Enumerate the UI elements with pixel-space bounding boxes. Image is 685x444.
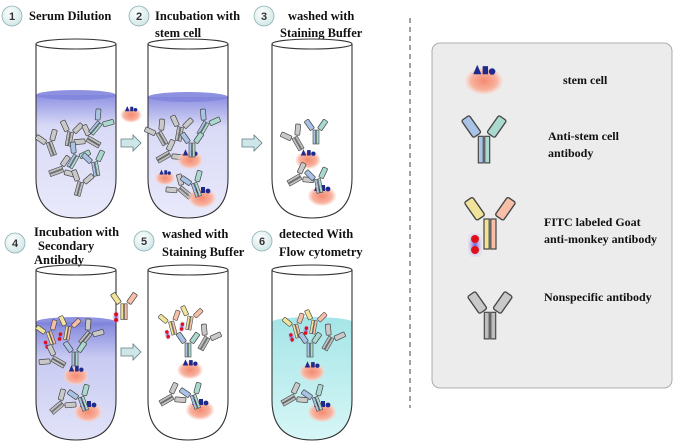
step-2: 2 Incubation with stem cell bbox=[128, 5, 240, 40]
legend-label: stem cell bbox=[563, 73, 608, 87]
step-label: Flow cytometry bbox=[279, 245, 363, 259]
tube-1 bbox=[33, 38, 117, 219]
legend-label: Nonspecific antibody bbox=[544, 290, 652, 304]
step-label: stem cell bbox=[155, 26, 202, 40]
step-label: Staining Buffer bbox=[162, 245, 245, 259]
step-label: detected With bbox=[279, 227, 353, 241]
step-label: Antibody bbox=[34, 253, 85, 267]
step-5: 5 washed with Staining Buffer bbox=[133, 227, 245, 259]
arrow-icon bbox=[120, 134, 142, 152]
step-label: Incubation with bbox=[155, 9, 240, 23]
step-number: 4 bbox=[12, 238, 19, 250]
arrow-icon bbox=[241, 134, 263, 152]
tube-6 bbox=[271, 264, 353, 441]
legend: stem cell Anti-stem cell antibody FITC l… bbox=[431, 42, 673, 389]
step-label: washed with bbox=[162, 227, 228, 241]
step-number: 5 bbox=[141, 236, 147, 248]
tube-3 bbox=[271, 38, 353, 219]
step-6: 6 detected With Flow cytometry bbox=[251, 227, 363, 259]
step-label: Staining Buffer bbox=[280, 26, 363, 40]
tube-4 bbox=[34, 264, 117, 441]
step-number-badge bbox=[251, 230, 273, 252]
stem-cell-icon bbox=[120, 106, 142, 123]
legend-label: Anti-stem cell bbox=[548, 129, 620, 143]
step-number: 2 bbox=[136, 11, 142, 23]
step-number: 3 bbox=[261, 11, 267, 23]
step-number-badge bbox=[253, 5, 275, 27]
step-number: 1 bbox=[9, 11, 15, 23]
legend-label: FITC labeled Goat bbox=[544, 215, 641, 229]
legend-label: anti-monkey antibody bbox=[544, 232, 657, 246]
step-label: Serum Dilution bbox=[29, 9, 111, 23]
tube-2 bbox=[142, 38, 229, 219]
step-1: 1 Serum Dilution bbox=[1, 5, 111, 27]
arrow-icon bbox=[120, 343, 142, 361]
legend-label: antibody bbox=[548, 146, 593, 160]
step-4: 4 Incubation with Secondary Antibody bbox=[4, 225, 119, 267]
step-label: Incubation with bbox=[34, 225, 119, 239]
step-number-badge bbox=[128, 5, 150, 27]
step-number: 6 bbox=[259, 236, 265, 248]
step-number-badge bbox=[4, 232, 26, 254]
step-label: washed with bbox=[288, 9, 354, 23]
tube-5 bbox=[147, 264, 229, 441]
step-number-badge bbox=[1, 5, 23, 27]
fitc-antibody-icon bbox=[109, 291, 139, 325]
step-number-badge bbox=[133, 230, 155, 252]
step-label: Secondary bbox=[38, 239, 95, 253]
step-3: 3 washed with Staining Buffer bbox=[253, 5, 363, 40]
